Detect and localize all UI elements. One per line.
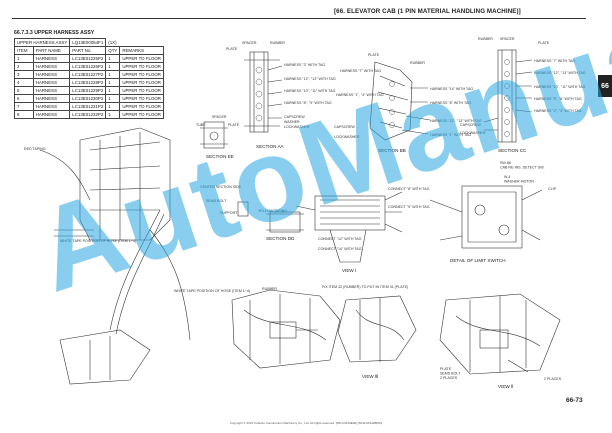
label-center-section-side: CENTER SECTION SIDE — [200, 185, 242, 189]
label-plate-bb: PLATE — [368, 53, 380, 57]
caption-view-1: VIEW Ⅰ — [342, 268, 356, 273]
section-title: 66.7.3.3 UPPER HARNESS ASSY — [14, 30, 95, 36]
view-1-drawing — [295, 191, 403, 263]
table-cell: 8 — [14, 110, 34, 119]
caption-limit-switch: DETAIL OF LIMIT SWITCH — [450, 258, 506, 263]
header-rule — [12, 18, 586, 19]
label-support: SUPPORT — [220, 211, 238, 215]
label-plate-cc: PLATE — [538, 41, 550, 45]
label-h7: HARNESS "7" WITH TAG — [340, 69, 381, 73]
caption-section-bb: SECTION BB — [378, 148, 406, 153]
page-number: 66-73 — [566, 397, 583, 404]
view-4-drawing — [439, 293, 561, 375]
label-plate-aa: PLATE — [226, 47, 238, 51]
parts-table: UPPER HARNESS ASSY LQ13E00054F1 (1X) ITE… — [13, 38, 164, 119]
label-connect-8: CONNECT "8" WITH TAG — [388, 187, 430, 191]
label-tube: TUBE — [196, 123, 206, 127]
cab-frame-drawing — [39, 127, 191, 385]
label-rubber-aa: RUBBER — [270, 41, 285, 45]
view-2-drawing — [231, 289, 341, 369]
section-ee-drawing — [200, 121, 228, 149]
label-h3: HARNESS "3" WITH TAG — [284, 63, 325, 67]
label-spacer-cc: SPACER — [500, 37, 515, 41]
label-lockwasher-cc: LOCKWASHER — [460, 131, 486, 135]
label-fix-item: FIX ITEM 32 (RUBBER) TO PUT IN ITEM 31 (… — [322, 285, 408, 289]
label-spacer-aa: SPACER — [242, 41, 257, 45]
label-red-taping: RED TAPING — [24, 147, 46, 151]
label-h5-6: HARNESS "5", "6" WITH TAG — [534, 97, 582, 101]
label-capscrew-aa: CAPSCREW — [284, 115, 305, 119]
label-h1: HARNESS "1" WITH TAG — [430, 133, 471, 137]
label-spacer-ee: SPACER — [212, 115, 227, 119]
label-h14: HARNESS "14" WITH TAG — [430, 87, 473, 91]
label-rubber-view2: RUBBER — [262, 287, 277, 291]
caption-view-2: VIEW Ⅱ — [498, 384, 513, 389]
label-white-tape-2: WHITE TAPE POSITION OF HOSE (ITEM 1~4) — [174, 289, 250, 293]
label-capscrew-cc: CAPSCREW — [460, 123, 481, 127]
label-white-tape-1: WHITE TAPE POSITION OF HOSE (ITEM 1~4) — [60, 239, 136, 243]
caption-section-cc: SECTION CC — [498, 148, 527, 153]
label-rubber-cc: RUBBER — [478, 37, 493, 41]
label-capscrew-bb: CAPSCREW — [334, 125, 355, 129]
page-header-title: [66. ELEVATOR CAB (1 PIN MATERIAL HANDLI… — [334, 8, 521, 15]
table-cell: 1 — [105, 110, 121, 119]
label-rubber-bb: RUBBER — [410, 61, 425, 65]
copyright-footer: Copyright © 2015 Kobelco Construction Ma… — [229, 421, 383, 425]
label-lockwasher-bb: LOCKWASHER — [334, 135, 360, 139]
label-connect-9: CONNECT "9" WITH TAG — [388, 205, 430, 209]
label-h8-9: HARNESS "8", "9" WITH TAG — [284, 101, 332, 105]
label-h8: HARNESS "8" WITH TAG — [430, 101, 471, 105]
chapter-side-tab: 66 — [598, 75, 612, 97]
label-h7-cc: HARNESS "7" WITH TAG — [534, 59, 575, 63]
label-plate-ee: PLATE — [228, 123, 240, 127]
view-3-drawing — [337, 295, 417, 363]
section-aa-drawing — [244, 51, 283, 133]
caption-view-3: VIEW Ⅲ — [362, 374, 378, 379]
section-bb-drawing — [369, 61, 431, 141]
caption-section-dd: SECTION DD — [266, 236, 295, 241]
label-connect-12: CONNECT "12" WITH TAG — [318, 237, 362, 241]
section-dd-drawing — [237, 201, 304, 233]
table-cell: UPPER TO FLOOR — [119, 110, 164, 119]
label-washer-aa: WASHER — [284, 120, 300, 124]
label-two-places: 2 PLACES — [544, 377, 562, 381]
label-h2-3: HARNESS "2", "3" WITH TAG — [534, 109, 582, 113]
label-h10-11: HARNESS "10", "11" WITH TAG — [284, 89, 336, 93]
label-h12-13: HARNESS "12", "13" WITH TAG — [284, 77, 336, 81]
label-h12-13-bb: HARNESS "12", "13" WITH TAG — [430, 119, 482, 123]
label-h12-13-cc: HARNESS "12", "13" WITH TAG — [534, 71, 586, 75]
label-connect-14: CONNECT "14" WITH TAG — [318, 247, 362, 251]
label-clip-limit: CLIP — [548, 187, 557, 191]
caption-section-aa: SECTION AA — [256, 144, 285, 149]
section-cc-drawing — [483, 49, 533, 143]
label-h10-11-cc: HARNESS "10", "11" WITH TAG — [534, 85, 586, 89]
label-h1-4: HARNESS "1", "4" WITH TAG — [336, 93, 384, 97]
assy-qty: (1X) — [108, 39, 117, 45]
label-sems-bolt: SEMS BOLT — [206, 199, 227, 203]
caption-section-ee: SECTION EE — [206, 154, 234, 159]
limit-switch-drawing — [429, 185, 543, 249]
label-lockwasher-aa: LOCKWASHER — [284, 125, 310, 129]
label-yellow-taping: YELLOW TAPING — [258, 209, 287, 213]
